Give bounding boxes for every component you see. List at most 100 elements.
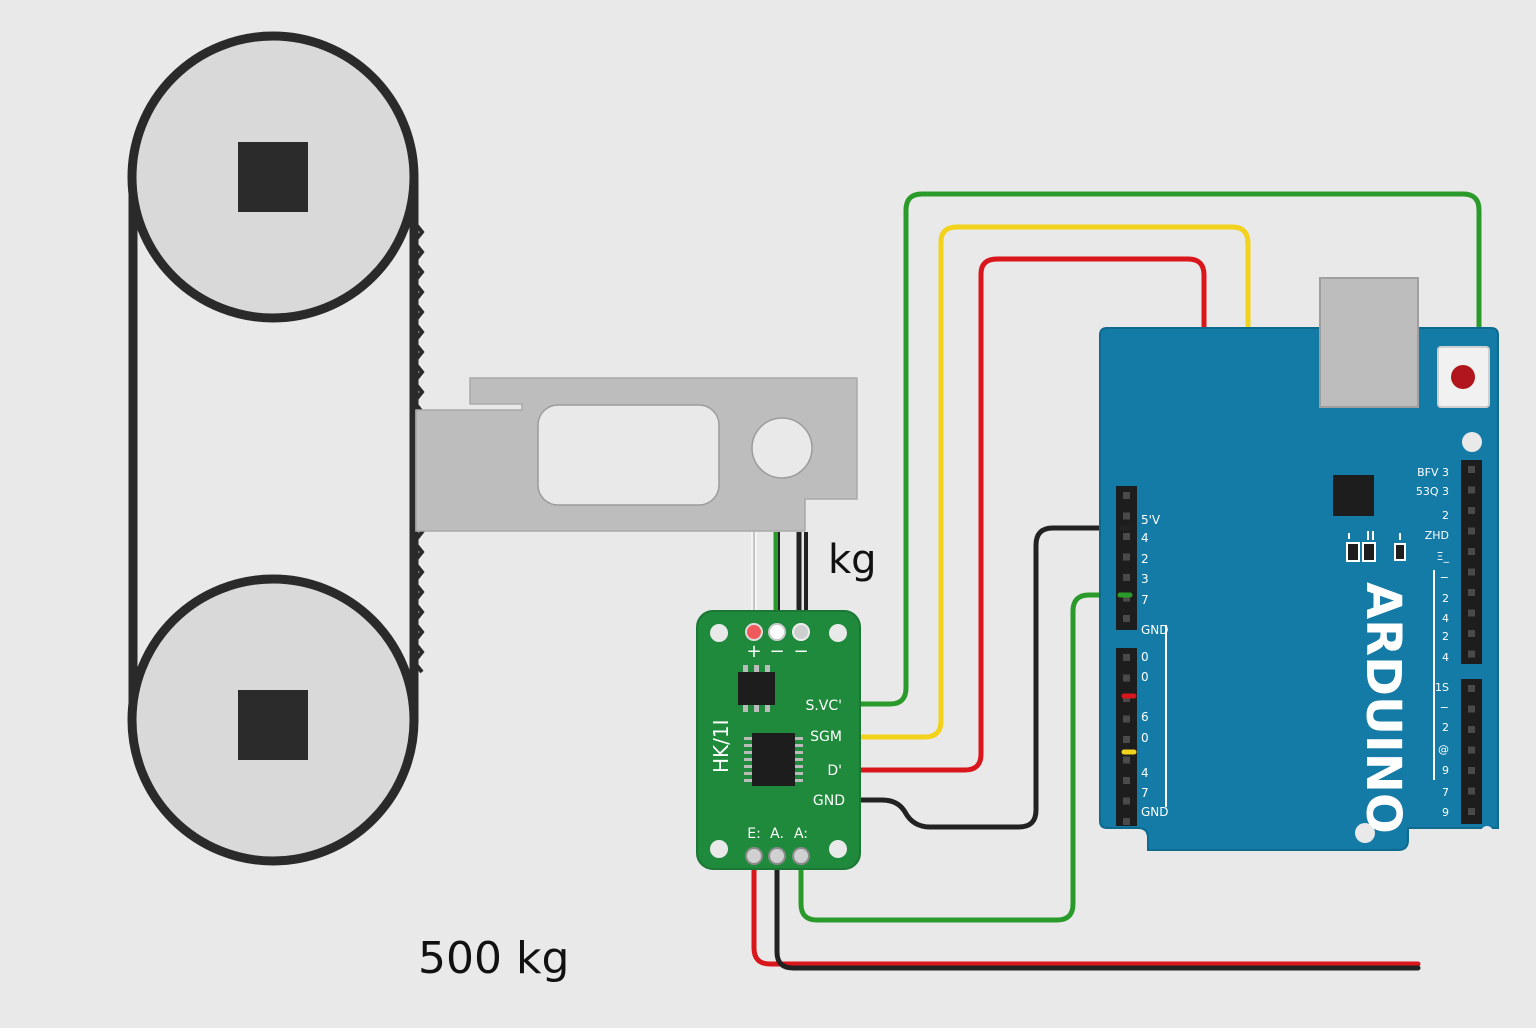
mounting-hole xyxy=(1481,826,1493,838)
pin-label: BFV 3 xyxy=(1417,466,1449,479)
header-pins xyxy=(1123,466,1475,825)
header-pin-socket[interactable] xyxy=(1468,746,1475,754)
header-pin-socket[interactable] xyxy=(1123,574,1130,581)
header-pin-socket[interactable] xyxy=(1123,715,1130,723)
header-pin-socket[interactable] xyxy=(1468,507,1475,514)
hx711-chip xyxy=(744,733,803,786)
pin-label: + xyxy=(746,641,761,662)
header-pin-socket[interactable] xyxy=(1468,808,1475,815)
pin-label: 53Q 3 xyxy=(1416,485,1449,498)
header-pin-socket[interactable] xyxy=(1123,797,1130,805)
regulator-chip xyxy=(738,665,775,712)
header-pin-socket[interactable] xyxy=(1468,787,1475,795)
pin-label: 4 xyxy=(1141,766,1149,780)
header-pin-socket[interactable] xyxy=(1468,568,1475,576)
header-pin-socket[interactable] xyxy=(1468,650,1475,658)
wire-black-out xyxy=(774,855,1421,971)
header-pin-socket[interactable] xyxy=(1468,589,1475,596)
pin-label: @ xyxy=(1438,743,1449,756)
mounting-hole xyxy=(829,840,847,858)
conveyor-belt xyxy=(128,180,419,722)
left-header-labels: 5'V 4 2 3 7 GND 0 0 6 0 4 7 GND xyxy=(1141,513,1169,819)
pin-label: Ξ_ xyxy=(1437,550,1450,563)
header-pin-socket[interactable] xyxy=(1468,486,1475,494)
pin-label: 4 xyxy=(1442,612,1449,625)
pulley-shaft xyxy=(238,142,308,212)
pin-label: 3 xyxy=(1141,572,1149,586)
pin-a-minus[interactable] xyxy=(792,623,810,641)
wires xyxy=(751,191,1482,971)
pin-bottom[interactable] xyxy=(745,847,763,865)
kg-unit-label: kg xyxy=(828,537,877,583)
load-cell xyxy=(415,377,858,532)
right-header-top xyxy=(1461,460,1482,664)
arduino-logo: ARDUINO xyxy=(1355,582,1411,834)
pulley-shaft xyxy=(238,690,308,760)
header-pin-socket[interactable] xyxy=(1123,512,1130,520)
header-pin-socket[interactable] xyxy=(1123,553,1130,561)
hx711-module: + − − HK/1I S.VC' SGM D' GND E: A. A: xyxy=(696,610,861,870)
module-name: HK/1I xyxy=(709,719,733,773)
pin-label: 2 xyxy=(1442,592,1449,605)
wire-black-gnd xyxy=(855,525,1125,830)
pin-label: 1S xyxy=(1435,681,1449,694)
pin-label: GND xyxy=(1141,623,1169,637)
top-pulley xyxy=(127,31,419,323)
smd-components xyxy=(1346,531,1406,562)
pin-label: 2 xyxy=(1141,552,1149,566)
pin-label: 7 xyxy=(1141,786,1149,800)
pin-bottom[interactable] xyxy=(768,847,786,865)
right-header-labels: BFV 3 53Q 3 2 ZHD Ξ_ − 2 4 2 + 4 1S − 2 … xyxy=(1416,466,1450,819)
pin-label: ZHD xyxy=(1425,529,1449,542)
pin-label: E: xyxy=(747,826,761,842)
pin-label-sgm: SGM xyxy=(810,729,842,745)
header-pin-socket[interactable] xyxy=(1468,466,1475,473)
header-pin-socket[interactable] xyxy=(1123,674,1130,682)
header-pin-socket[interactable] xyxy=(1123,594,1130,602)
header-pin-socket[interactable] xyxy=(1123,777,1130,784)
pin-bottom[interactable] xyxy=(792,847,810,865)
microcontroller-chip xyxy=(1333,475,1374,516)
header-pin-socket[interactable] xyxy=(1123,818,1130,825)
pin-label: 2 xyxy=(1442,630,1449,643)
header-pin-socket[interactable] xyxy=(1123,736,1130,743)
header-pin-socket[interactable] xyxy=(1468,548,1475,555)
pin-label: 4 xyxy=(1442,651,1449,664)
pin-e-minus[interactable] xyxy=(768,623,786,641)
header-pin-socket[interactable] xyxy=(1123,615,1130,622)
pin-label: − xyxy=(793,641,808,662)
header-pin-socket[interactable] xyxy=(1468,630,1475,637)
bottom-pulley xyxy=(127,574,419,866)
load-cell-slot xyxy=(537,404,720,506)
header-pin-socket[interactable] xyxy=(1123,533,1130,540)
pin-label: 9 xyxy=(1442,764,1449,777)
mounting-hole xyxy=(1462,432,1482,452)
header-pin-socket[interactable] xyxy=(1123,492,1130,499)
wire-red-out xyxy=(751,855,1421,967)
mounting-hole xyxy=(710,624,728,642)
belt-conveyor xyxy=(127,31,425,866)
header-pin-socket[interactable] xyxy=(1468,685,1475,692)
pin-label: 5'V xyxy=(1141,513,1161,527)
header-pin-socket[interactable] xyxy=(1468,609,1475,617)
pin-label-svcc: S.VC' xyxy=(805,698,842,714)
header-pin-socket[interactable] xyxy=(1468,527,1475,535)
pin-label: 0 xyxy=(1141,650,1149,664)
pin-label: − xyxy=(769,641,784,662)
header-pin-socket[interactable] xyxy=(1468,767,1475,774)
pin-label: 0 xyxy=(1141,670,1149,684)
header-pin-socket[interactable] xyxy=(1468,705,1475,713)
header-pin-socket[interactable] xyxy=(1123,654,1130,661)
pin-label: 9 xyxy=(1442,806,1449,819)
pin-label: A. xyxy=(770,826,784,842)
usb-connector xyxy=(1319,277,1419,408)
wire-green-bottom xyxy=(798,592,1129,923)
mounting-hole xyxy=(710,840,728,858)
pin-e-plus[interactable] xyxy=(745,623,763,641)
reset-button[interactable] xyxy=(1437,346,1490,408)
pin-label: 4 xyxy=(1141,531,1149,545)
header-pin-socket[interactable] xyxy=(1468,726,1475,733)
header-pin-socket[interactable] xyxy=(1123,756,1130,764)
pin-label: GND xyxy=(1141,805,1169,819)
